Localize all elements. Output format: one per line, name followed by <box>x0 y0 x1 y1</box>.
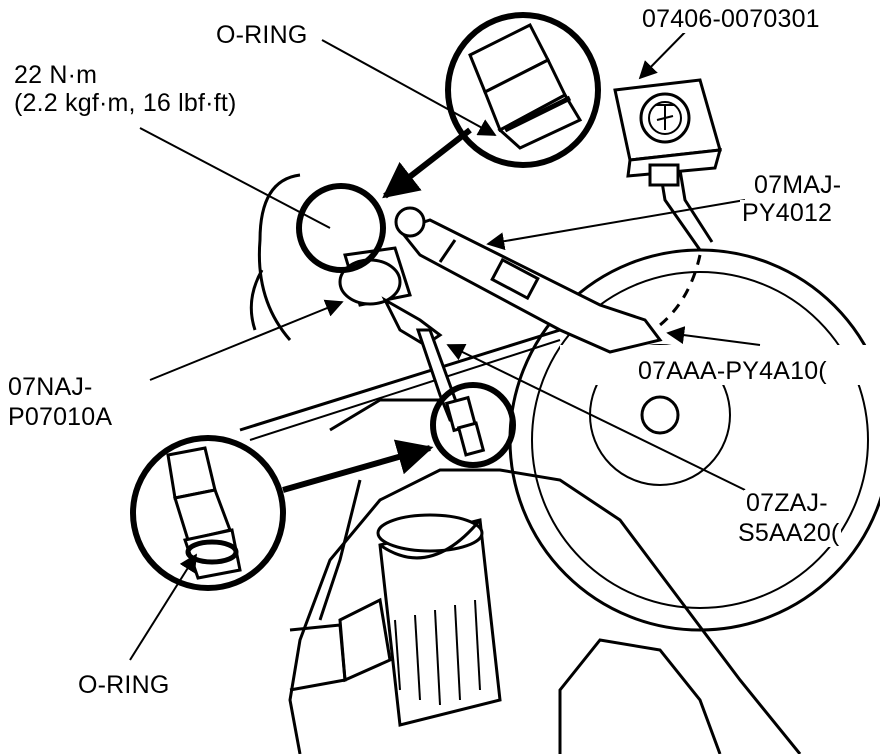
label-tool-naj-line1: 07NAJ- <box>6 373 95 401</box>
leader-aaa <box>666 326 761 346</box>
label-tool-zaj-line1: 07ZAJ- <box>744 489 830 517</box>
label-tool-aaa: 07AAA-PY4A10( <box>636 357 829 385</box>
leader-naj <box>149 299 344 381</box>
leader-lines <box>129 24 761 661</box>
leader-oring-bottom <box>129 553 197 661</box>
harness-loop <box>249 173 301 341</box>
oil-filter <box>289 513 502 727</box>
detail-inset-upper <box>445 12 601 168</box>
detail-inset-lower <box>130 435 286 591</box>
lower-fitting <box>444 395 486 457</box>
leader-torque <box>139 127 331 229</box>
arrow-to-lower-detail <box>282 439 434 493</box>
arrow-to-upper-detail <box>382 127 472 199</box>
label-tool-zaj-line2: S5AA20( <box>736 519 842 547</box>
leader-gauge <box>638 24 693 80</box>
leader-maj <box>486 199 746 251</box>
label-oring-bottom: O-RING <box>76 671 172 699</box>
label-tool-maj-line2: PY4012 <box>740 199 835 227</box>
label-torque-alt: (2.2 kgf·m, 16 lbf·ft) <box>12 89 239 117</box>
leader-oring-top <box>321 39 497 136</box>
label-tool-naj-line2: P07010A <box>6 403 115 431</box>
label-tool-maj-line1: 07MAJ- <box>752 171 844 199</box>
label-tool-gauge: 07406-0070301 <box>640 5 822 33</box>
pressure-gauge <box>613 78 723 187</box>
label-torque-value: 22 N·m <box>12 61 100 89</box>
label-oring-top: O-RING <box>214 21 310 49</box>
engine-body <box>239 328 802 754</box>
leader-zaj <box>446 344 746 491</box>
highlight-circle-lower <box>430 382 516 468</box>
highlight-circle-upper <box>296 183 386 273</box>
gauge-hose <box>658 169 714 327</box>
